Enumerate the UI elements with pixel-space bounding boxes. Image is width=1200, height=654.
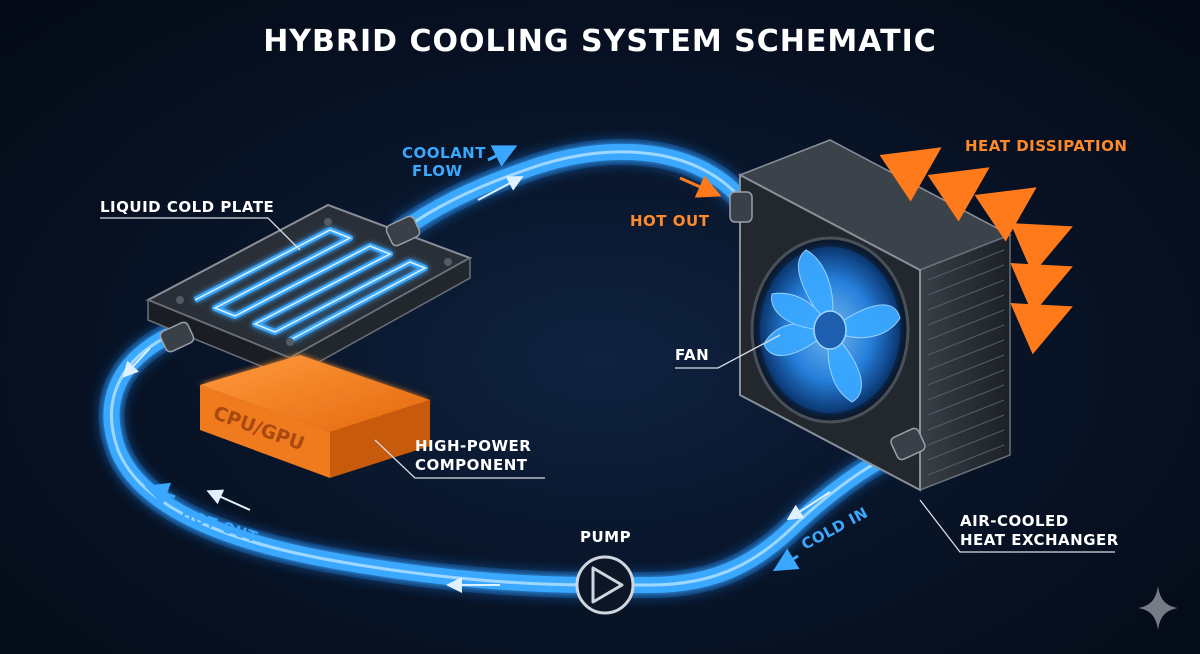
exchanger-label-line2: HEAT EXCHANGER — [960, 531, 1119, 549]
sparkle-icon — [1138, 586, 1178, 630]
fan-label: FAN — [675, 346, 709, 364]
leader-lines — [100, 217, 1115, 553]
diagram-title: HYBRID COOLING SYSTEM SCHEMATIC — [263, 24, 937, 59]
fan-icon — [750, 236, 910, 424]
coolant-flow-label-line1: COOLANT — [402, 144, 486, 162]
fin-lines — [927, 249, 1005, 476]
high-power-label-line1: HIGH-POWER — [415, 437, 531, 455]
high-power-label-line2: COMPONENT — [415, 456, 528, 474]
heat-arrows — [879, 147, 1073, 355]
exchanger-label-line1: AIR-COOLED — [960, 512, 1069, 530]
coolant-flow-arrow-icon — [487, 145, 518, 167]
pump-symbol-icon — [575, 555, 635, 615]
cold-in-arrow-icon — [772, 548, 800, 572]
liquid-cold-plate-label: LIQUID COLD PLATE — [100, 198, 274, 216]
hot-out-top-label: HOT OUT — [630, 212, 710, 230]
coolant-flow-label-line2: FLOW — [412, 162, 463, 180]
cpu-gpu-block: CPU/GPU — [200, 355, 430, 478]
heat-dissipation-label: HEAT DISSIPATION — [965, 137, 1127, 155]
liquid-cold-plate — [145, 203, 473, 380]
flow-arrows — [122, 175, 831, 593]
coolant-loop — [98, 138, 906, 598]
pump-label: PUMP — [580, 528, 631, 546]
hot-out-arrow-icon — [144, 482, 176, 506]
air-cooled-heat-exchanger — [729, 139, 1012, 492]
